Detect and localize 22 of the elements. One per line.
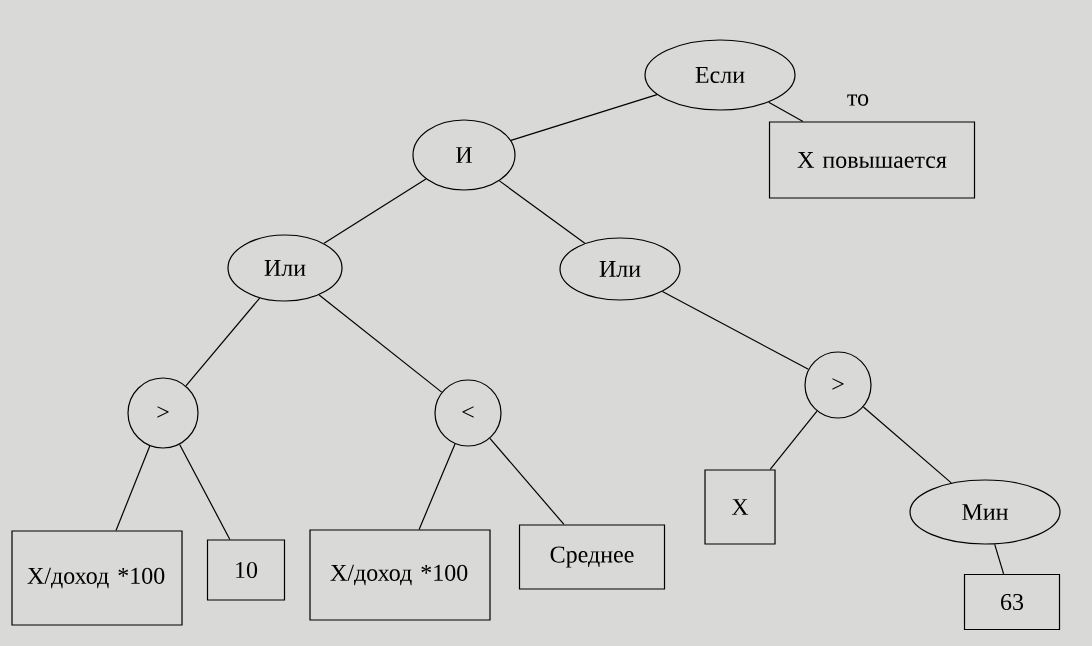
value-box: Х (704, 469, 776, 545)
connector-line (769, 410, 818, 470)
value-box: Х повышается (768, 121, 976, 199)
connector-line (498, 180, 586, 244)
connector-line (994, 543, 1005, 575)
connector-line (318, 294, 443, 393)
connector-line (768, 101, 804, 122)
connector-line (489, 437, 565, 525)
connector-line (510, 94, 658, 141)
edge-label: то (847, 94, 869, 106)
connector-line (661, 290, 809, 370)
connector-line (185, 297, 261, 387)
value-box: Х/доход *100 (11, 530, 183, 626)
connector-line (115, 445, 151, 531)
value-box: 10 (206, 539, 286, 601)
connector-line (862, 406, 952, 484)
value-box: Среднее (518, 524, 666, 590)
connector-line (418, 443, 456, 530)
connector-line (323, 178, 427, 244)
value-box: 63 (963, 573, 1061, 631)
value-box: Х/доход *100 (309, 529, 491, 621)
connector-line (179, 443, 231, 540)
